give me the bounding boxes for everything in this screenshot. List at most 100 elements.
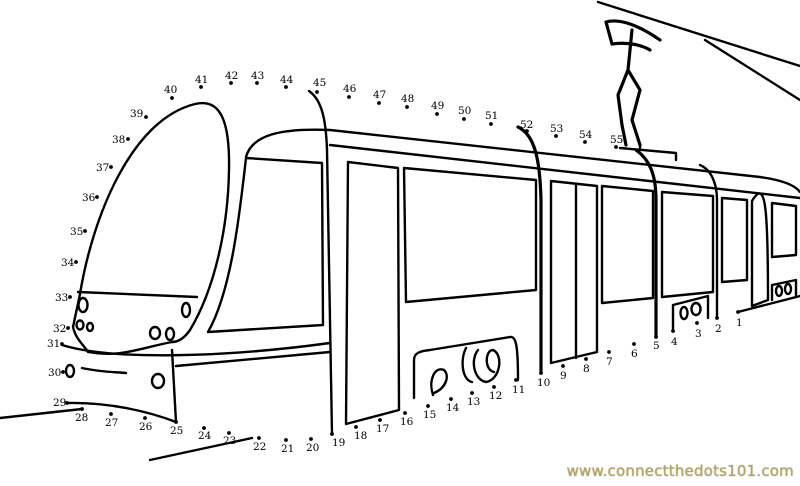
dot-30[interactable] [61,370,65,374]
dot-21[interactable] [284,438,288,442]
dot-15[interactable] [426,404,430,408]
dot-label: 15 [423,409,436,421]
dot-7[interactable] [607,350,611,354]
dot-23[interactable] [227,431,231,435]
dot-label: 51 [485,110,498,122]
dot-label: 46 [343,83,357,95]
dot-34[interactable] [74,260,78,264]
dot-label: 7 [606,356,613,368]
dot-label: 21 [281,443,294,455]
dot-label: 16 [400,416,414,428]
overhead-wire [596,0,800,68]
overhead-wire [703,38,800,102]
dot-32[interactable] [66,326,70,330]
dot-37[interactable] [109,165,113,169]
dot-27[interactable] [109,412,113,416]
dot-33[interactable] [68,295,72,299]
door-pillar [307,89,334,436]
dot-16[interactable] [403,411,407,415]
dot-55[interactable] [614,145,618,149]
dot-43[interactable] [255,81,259,85]
dot-11[interactable] [514,378,518,382]
dot-47[interactable] [377,101,381,105]
dot-6[interactable] [632,342,636,346]
dot-19[interactable] [330,432,334,436]
dot-53[interactable] [554,134,558,138]
dot-51[interactable] [489,122,493,126]
dot-label: 43 [251,70,264,82]
dot-26[interactable] [143,416,147,420]
dot-2[interactable] [715,316,719,320]
dot-label: 39 [130,108,143,120]
door-pillar [634,148,658,339]
dot-5[interactable] [654,335,658,339]
dot-29[interactable] [65,401,69,405]
dot-label: 23 [223,435,236,447]
dot-label: 19 [332,437,345,449]
dot-8[interactable] [584,357,588,361]
dot-13[interactable] [470,391,474,395]
dot-36[interactable] [95,195,99,199]
pantograph-base [618,143,678,162]
dot-31[interactable] [60,342,64,346]
dot-label: 29 [53,397,66,409]
dot-50[interactable] [462,117,466,121]
dot-48[interactable] [405,105,409,109]
dot-28[interactable] [80,407,84,411]
dot-label: 47 [373,89,386,101]
dot-label: 53 [550,123,563,135]
dot-label: 52 [520,119,533,131]
dot-10[interactable] [539,371,543,375]
dot-label: 44 [280,74,294,86]
dot-12[interactable] [492,385,496,389]
dot-20[interactable] [309,437,313,441]
dot-52[interactable] [525,129,529,133]
dot-label: 31 [47,338,60,350]
dot-40[interactable] [170,96,174,100]
dot-35[interactable] [83,229,87,233]
dot-41[interactable] [199,85,203,89]
dot-label: 8 [583,363,590,375]
dot-9[interactable] [561,364,565,368]
dot-14[interactable] [449,397,453,401]
dot-38[interactable] [126,137,130,141]
tram-outline [0,0,800,462]
dot-label: 4 [671,336,678,348]
dot-4[interactable] [671,329,675,333]
dot-label: 26 [139,421,153,433]
dot-45[interactable] [315,90,319,94]
dot-18[interactable] [354,425,358,429]
dot-label: 28 [75,412,88,424]
dot-3[interactable] [695,321,699,325]
dot-label: 36 [82,192,96,204]
windshield [78,101,231,344]
dot-44[interactable] [284,85,288,89]
dot-49[interactable] [435,112,439,116]
window [402,166,538,304]
dot-1[interactable] [736,310,740,314]
dot-22[interactable] [257,436,261,440]
roof-line [244,128,800,194]
dot-label: 27 [105,417,118,429]
dot-42[interactable] [229,81,233,85]
dot-25[interactable] [174,420,178,424]
pantograph [604,19,662,147]
dot-label: 30 [48,367,61,379]
dot-24[interactable] [202,426,206,430]
window [720,196,749,284]
bogie [671,294,710,332]
dot-54[interactable] [583,140,587,144]
dot-label: 33 [55,292,68,304]
door [750,192,770,308]
windshield-bottom [76,290,199,299]
dot-46[interactable] [347,95,351,99]
dot-label: 42 [225,70,238,82]
dot-label: 12 [489,390,502,402]
dot-17[interactable] [378,418,382,422]
dot-label: 5 [653,340,660,352]
dot-label: 24 [198,430,212,442]
dot-label: 2 [715,323,722,335]
dot-label: 6 [631,348,638,360]
dot-39[interactable] [144,115,148,119]
